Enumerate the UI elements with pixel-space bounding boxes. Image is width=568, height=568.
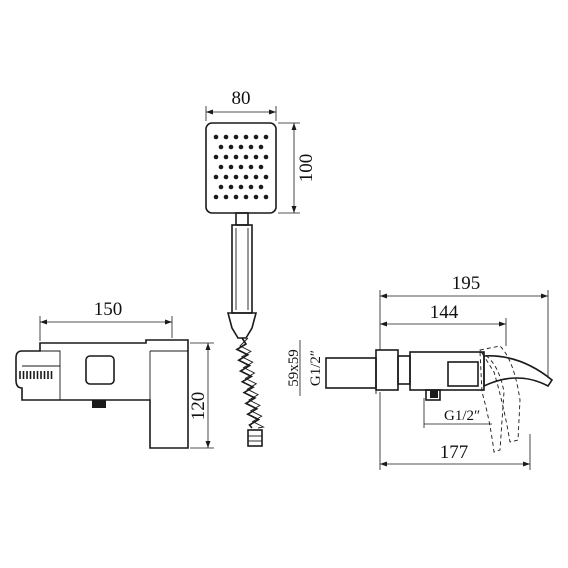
nozzle-dot bbox=[223, 194, 229, 200]
shower-nozzle-grid bbox=[213, 134, 269, 200]
nozzle-dot bbox=[218, 144, 224, 150]
body-width-dimension: 150 bbox=[39, 299, 173, 341]
body-height-dimension: 120 bbox=[188, 342, 214, 449]
eccentric-connector bbox=[375, 349, 399, 391]
nozzle-dot bbox=[228, 144, 234, 150]
nozzle-dot bbox=[253, 134, 259, 140]
nozzle-dot bbox=[228, 184, 234, 190]
outlet-depth-label: 177 bbox=[440, 442, 469, 463]
nozzle-dot bbox=[263, 154, 269, 160]
nozzle-dot bbox=[243, 154, 249, 160]
body-height-label: 120 bbox=[188, 392, 209, 421]
nozzle-dot bbox=[238, 184, 244, 190]
outlet-thread-label: G1/2″ bbox=[444, 408, 480, 424]
nozzle-dot bbox=[263, 134, 269, 140]
total-depth-dimension: 195 bbox=[379, 273, 549, 378]
mixer-body-front bbox=[15, 339, 189, 449]
nozzle-dot bbox=[213, 174, 219, 180]
nozzle-dot bbox=[223, 134, 229, 140]
nozzle-dot bbox=[253, 154, 259, 160]
shower-handle bbox=[231, 224, 253, 314]
mixer-body-side bbox=[409, 351, 485, 391]
nozzle-dot bbox=[213, 154, 219, 160]
nozzle-dot bbox=[223, 154, 229, 160]
nozzle-dot bbox=[228, 164, 234, 170]
nozzle-dot bbox=[233, 194, 239, 200]
nozzle-dot bbox=[248, 184, 254, 190]
nozzle-dot bbox=[248, 144, 254, 150]
connector-nut bbox=[397, 355, 411, 385]
mixer-side-view bbox=[325, 345, 554, 453]
nozzle-dot bbox=[223, 174, 229, 180]
outlet-depth-dimension: 177 bbox=[379, 392, 531, 470]
hose-coil-inner bbox=[239, 337, 265, 429]
nozzle-dot bbox=[253, 194, 259, 200]
bottom-outlet bbox=[92, 400, 106, 408]
flange-size-label: 59x59 bbox=[286, 349, 302, 387]
flange-dimension: 59x59 G1/2″ bbox=[286, 340, 324, 396]
body-width-label: 150 bbox=[94, 299, 123, 320]
lever-alternate-position bbox=[479, 345, 521, 443]
lever-cap-outline bbox=[22, 350, 61, 400]
head-height-label: 100 bbox=[296, 154, 317, 183]
nozzle-dot bbox=[258, 184, 264, 190]
nozzle-dot bbox=[213, 134, 219, 140]
nozzle-dot bbox=[233, 134, 239, 140]
nozzle-dot bbox=[248, 164, 254, 170]
nozzle-dot bbox=[243, 194, 249, 200]
body-depth-dimension: 144 bbox=[380, 302, 507, 346]
shower-holder bbox=[226, 312, 258, 339]
nozzle-dot bbox=[263, 174, 269, 180]
hand-shower bbox=[205, 122, 277, 447]
nozzle-dot bbox=[263, 194, 269, 200]
nozzle-dot bbox=[258, 164, 264, 170]
inlet-thread-label: G1/2″ bbox=[308, 350, 324, 386]
mixer-front-view bbox=[15, 339, 189, 449]
nozzle-dot bbox=[233, 174, 239, 180]
nozzle-dot bbox=[238, 164, 244, 170]
spout bbox=[483, 355, 554, 388]
hose-nut bbox=[247, 429, 263, 447]
nozzle-dot bbox=[243, 174, 249, 180]
nozzle-dot bbox=[243, 134, 249, 140]
head-width-dimension: 80 bbox=[205, 88, 277, 121]
nozzle-dot bbox=[218, 164, 224, 170]
lever-knurl bbox=[19, 371, 53, 379]
nozzle-dot bbox=[258, 144, 264, 150]
wall-flange bbox=[325, 357, 377, 389]
head-height-dimension: 100 bbox=[278, 122, 317, 214]
outlet-thread-dimension: G1/2″ bbox=[423, 398, 492, 428]
body-depth-label: 144 bbox=[430, 302, 459, 323]
nozzle-dot bbox=[253, 174, 259, 180]
nozzle-dot bbox=[213, 194, 219, 200]
diverter-side bbox=[447, 361, 479, 387]
nozzle-dot bbox=[233, 154, 239, 160]
shower-hose bbox=[235, 337, 265, 429]
total-depth-label: 195 bbox=[452, 273, 481, 294]
nozzle-dot bbox=[218, 184, 224, 190]
head-width-label: 80 bbox=[232, 88, 251, 109]
outlet-thread-mark bbox=[430, 390, 438, 398]
nozzle-dot bbox=[238, 144, 244, 150]
shower-neck bbox=[235, 212, 249, 226]
diverter-button bbox=[85, 355, 115, 385]
lever-open-position bbox=[479, 351, 505, 453]
